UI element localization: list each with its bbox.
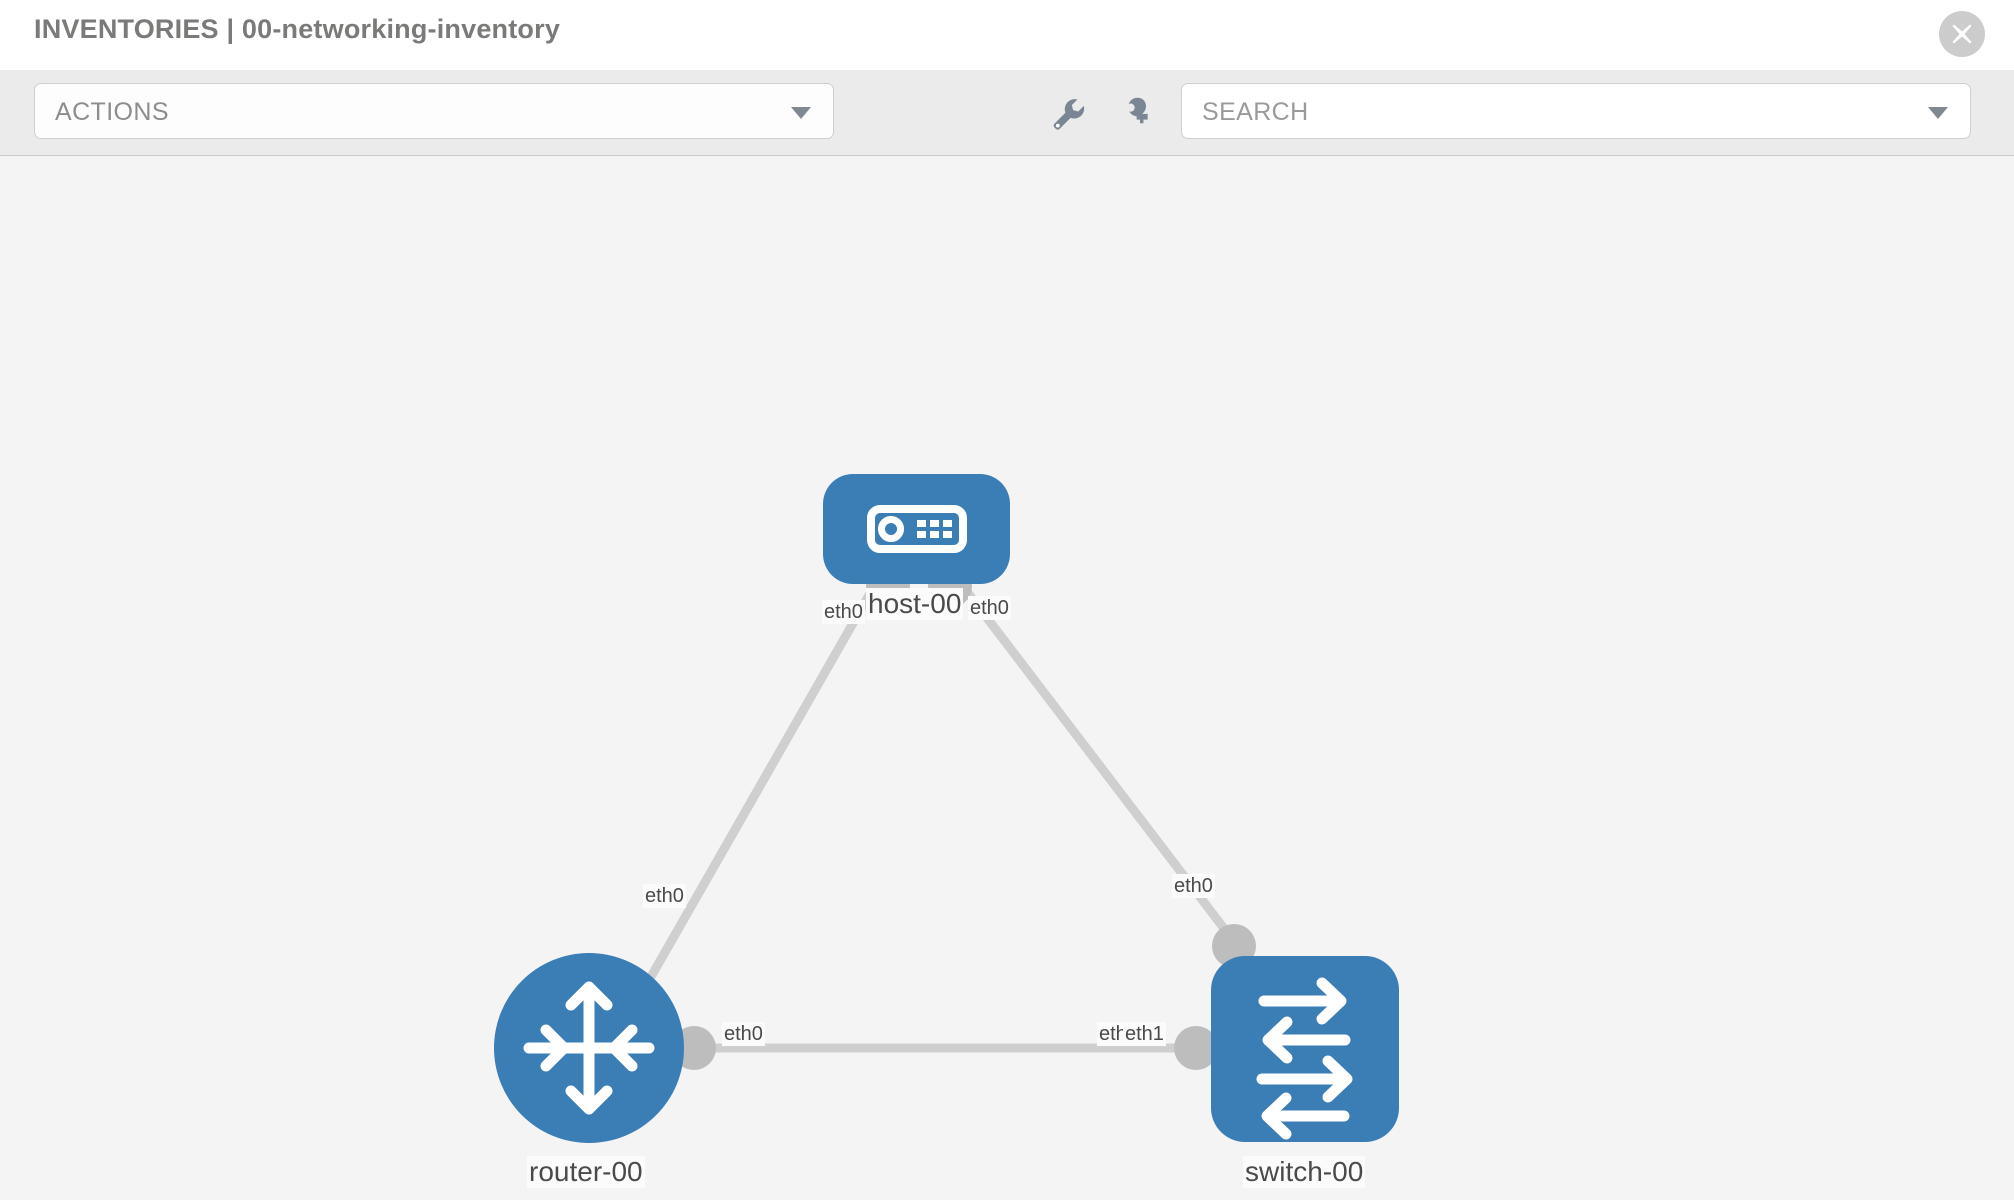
close-icon[interactable]: [1939, 11, 1985, 57]
page-header: INVENTORIES | 00-networking-inventory: [0, 0, 2014, 70]
topology-canvas[interactable]: eth0 eth0 eth0 eth0 eth0 eth eth1 host-0…: [0, 156, 2014, 1200]
actions-dropdown[interactable]: ACTIONS: [34, 83, 834, 139]
topology-graph[interactable]: [0, 156, 2014, 1200]
switch-arrows-icon: [1256, 977, 1353, 1140]
link-router-host[interactable]: [636, 573, 884, 999]
node-label-router-00: router-00: [527, 1156, 645, 1188]
page-title: INVENTORIES | 00-networking-inventory: [34, 14, 561, 44]
search-placeholder: SEARCH: [1202, 98, 1309, 126]
wrench-icon[interactable]: [1046, 92, 1088, 134]
node-host-00[interactable]: [823, 474, 1010, 584]
actions-dropdown-label: ACTIONS: [55, 98, 169, 126]
key-icon[interactable]: [1115, 92, 1157, 134]
chevron-down-icon: [791, 107, 811, 119]
node-label-switch-00: switch-00: [1243, 1156, 1366, 1188]
chevron-down-icon[interactable]: [1928, 107, 1948, 119]
node-host-00-shape[interactable]: [823, 474, 1010, 584]
server-icon: [867, 505, 967, 553]
interface-connector[interactable]: [1174, 1026, 1218, 1070]
search-input[interactable]: SEARCH: [1181, 83, 1971, 139]
interface-label: eth1: [1123, 1022, 1166, 1046]
interface-label: eth0: [822, 600, 865, 624]
node-router-00[interactable]: [494, 953, 684, 1143]
interface-label: eth0: [722, 1022, 765, 1046]
toolbar: ACTIONS SEARCH: [0, 70, 2014, 156]
node-switch-00[interactable]: [1211, 956, 1399, 1142]
node-label-host-00: host-00: [866, 588, 964, 620]
interface-label: eth0: [1172, 874, 1215, 898]
router-arrows-icon: [523, 981, 655, 1115]
node-switch-00-shape[interactable]: [1211, 956, 1399, 1142]
link-host-switch[interactable]: [951, 573, 1249, 959]
interface-label: eth0: [643, 884, 686, 908]
interface-label: eth0: [968, 596, 1011, 620]
